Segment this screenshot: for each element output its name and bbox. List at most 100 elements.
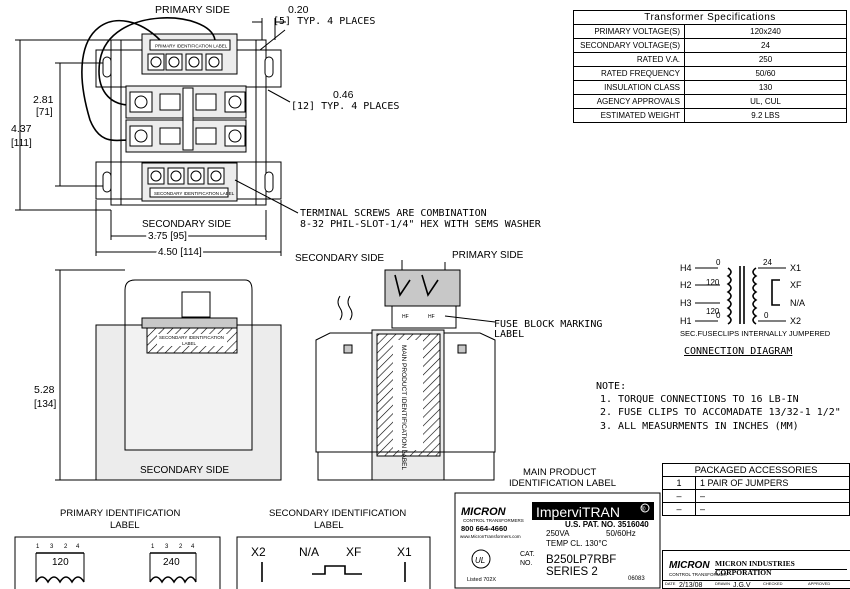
spec-value: UL, CUL [684,94,847,109]
side-wire-stubs [337,295,353,321]
front-view: SECONDARY IDENTIFICATION LABEL 5.28 [134… [34,253,384,481]
main-label-caption-2: IDENTIFICATION LABEL [509,478,616,489]
main-cat: CAT. [520,551,535,558]
main-label-caption-1: MAIN PRODUCT [523,467,597,478]
conn-h1: H1 [680,316,692,326]
conn-note: SEC.FUSECLIPS INTERNALLY JUMPERED [680,329,831,338]
primary-id-label-top [149,39,231,51]
conn-v-primary-2: 120 [706,307,720,316]
spec-label: ESTIMATED WEIGHT [573,108,685,123]
dim-528: 5.28 [34,384,55,396]
top-secondary-side: SECONDARY SIDE [142,219,231,230]
conn-jumper [771,279,780,306]
front-terminal-strip [141,317,238,329]
dim-020-note: [5] TYP. 4 PLACES [273,16,375,27]
dim-281-mm: [71] [36,107,53,118]
notes: NOTE: 1. TORQUE CONNECTIONS TO 16 LB-IN … [596,381,841,432]
acc-desc: – [695,502,850,516]
accessory-row: –– [662,502,850,516]
front-secondary-side: SECONDARY SIDE [140,465,229,476]
main-phone: 800 664-4660 [461,524,507,533]
acc-qty: 1 [662,476,696,490]
secondary-id-label-top [149,187,229,198]
conn-zero-3: 0 [764,311,769,320]
notes-header: NOTE: [596,381,626,392]
conn-zero-1: 0 [716,258,721,267]
ul-mark [471,549,491,569]
secondary-id-label: SECONDARY IDENTIFICATION LABEL X2 N/A XF… [236,508,431,589]
sid-x2: X2 [251,545,266,559]
sid-fuse-path [261,562,406,582]
side-primary-side: PRIMARY SIDE [452,250,524,261]
dim-437: 4.37 [11,123,32,135]
main-brand-sub: CONTROL TRANSFORMERS [463,518,524,523]
title-brand-sub: CONTROL TRANSFORMER [669,572,727,577]
sid-na: N/A [299,545,319,559]
spec-label: INSULATION CLASS [573,80,685,95]
conn-zero-2: 0 [716,311,721,320]
main-brand: MICRON [461,506,507,518]
conn-h4: H4 [680,263,692,273]
conn-x1: X1 [790,263,801,273]
spec-row: SECONDARY VOLTAGE(S)24 [573,38,847,53]
conn-xf: XF [790,280,802,290]
side-screw-right [457,344,467,354]
conn-h3: H3 [680,298,692,308]
spec-row: RATED V.A.250 [573,52,847,67]
title-checked-label: CHECKED [763,581,783,586]
main-ul-listed: Listed 702X [467,577,496,583]
dim-375: 3.75 [95] [148,231,187,242]
title-date: 2/13/08 [679,582,703,589]
note-1: 1. TORQUE CONNECTIONS TO 16 LB-IN [600,394,799,405]
secondary-id-caption-2: LABEL [314,520,344,531]
pid-term-3: 3 [50,544,54,550]
side-fuse-clips [394,274,439,297]
pid2-term-4: 4 [191,544,195,550]
mount-slot-tr [264,56,274,78]
primary-id-caption-1: PRIMARY IDENTIFICATION [60,508,180,519]
terminal-note-2: 8-32 PHIL-SLOT-1/4" HEX WITH SEMS WASHER [300,219,542,230]
main-model: B250LP7RBF [546,554,616,566]
primary-id-frame [14,536,221,589]
conn-secondary-leads [758,267,786,322]
front-label-text-2: LABEL [182,341,197,346]
title-approved-label: APPROVED [808,581,831,586]
title-company: MICRON INDUSTRIES CORPORATION [715,559,795,577]
fuse-block-label-2: LABEL [494,329,524,340]
dim-528-mm: [134] [34,399,56,410]
conn-h2: H2 [680,280,692,290]
accessory-row: –– [662,489,850,503]
pid-v1: 120 [52,557,69,568]
primary-screws [147,53,223,71]
pid-coil-2 [149,576,197,584]
main-code: 06083 [628,576,645,582]
title-drawn-label: DRAWN [715,581,730,586]
conn-v-primary-1: 120 [706,278,720,287]
acc-qty: – [662,489,696,503]
pid-term-4: 4 [76,544,80,550]
acc-desc: 1 PAIR OF JUMPERS [695,476,850,490]
primary-id-label-text: PRIMARY IDENTIFICATION LABEL [155,44,228,49]
note-2: 2. FUSE CLIPS TO ACCOMADATE 13/32-1 1/2" [600,407,841,418]
fuse-holders-top [125,85,247,153]
main-label-frame [454,492,661,589]
note-3: 3. ALL MEASURMENTS IN INCHES (MM) [600,421,799,432]
main-va: 250VA [546,529,570,538]
jumper-wire-left [81,19,161,142]
spec-label: RATED FREQUENCY [573,66,685,81]
spec-table: Transformer Specifications PRIMARY VOLTA… [573,10,847,123]
spec-value: 9.2 LBS [684,108,847,123]
title-block: MICRON CONTROL TRANSFORMER MICRON INDUST… [662,550,850,589]
spec-value: 120x240 [684,24,847,39]
mount-slot-bl [102,171,112,193]
secondary-id-caption-1: SECONDARY IDENTIFICATION [269,508,406,519]
pid-term-2: 2 [64,544,68,550]
front-label-text-1: SECONDARY IDENTIFICATION [159,335,224,340]
main-product-name: ImperviTRAN [536,504,620,520]
pid2-term-3: 3 [165,544,169,550]
spec-value: 24 [684,38,847,53]
main-temp: TEMP CL. 130°C [546,539,608,548]
